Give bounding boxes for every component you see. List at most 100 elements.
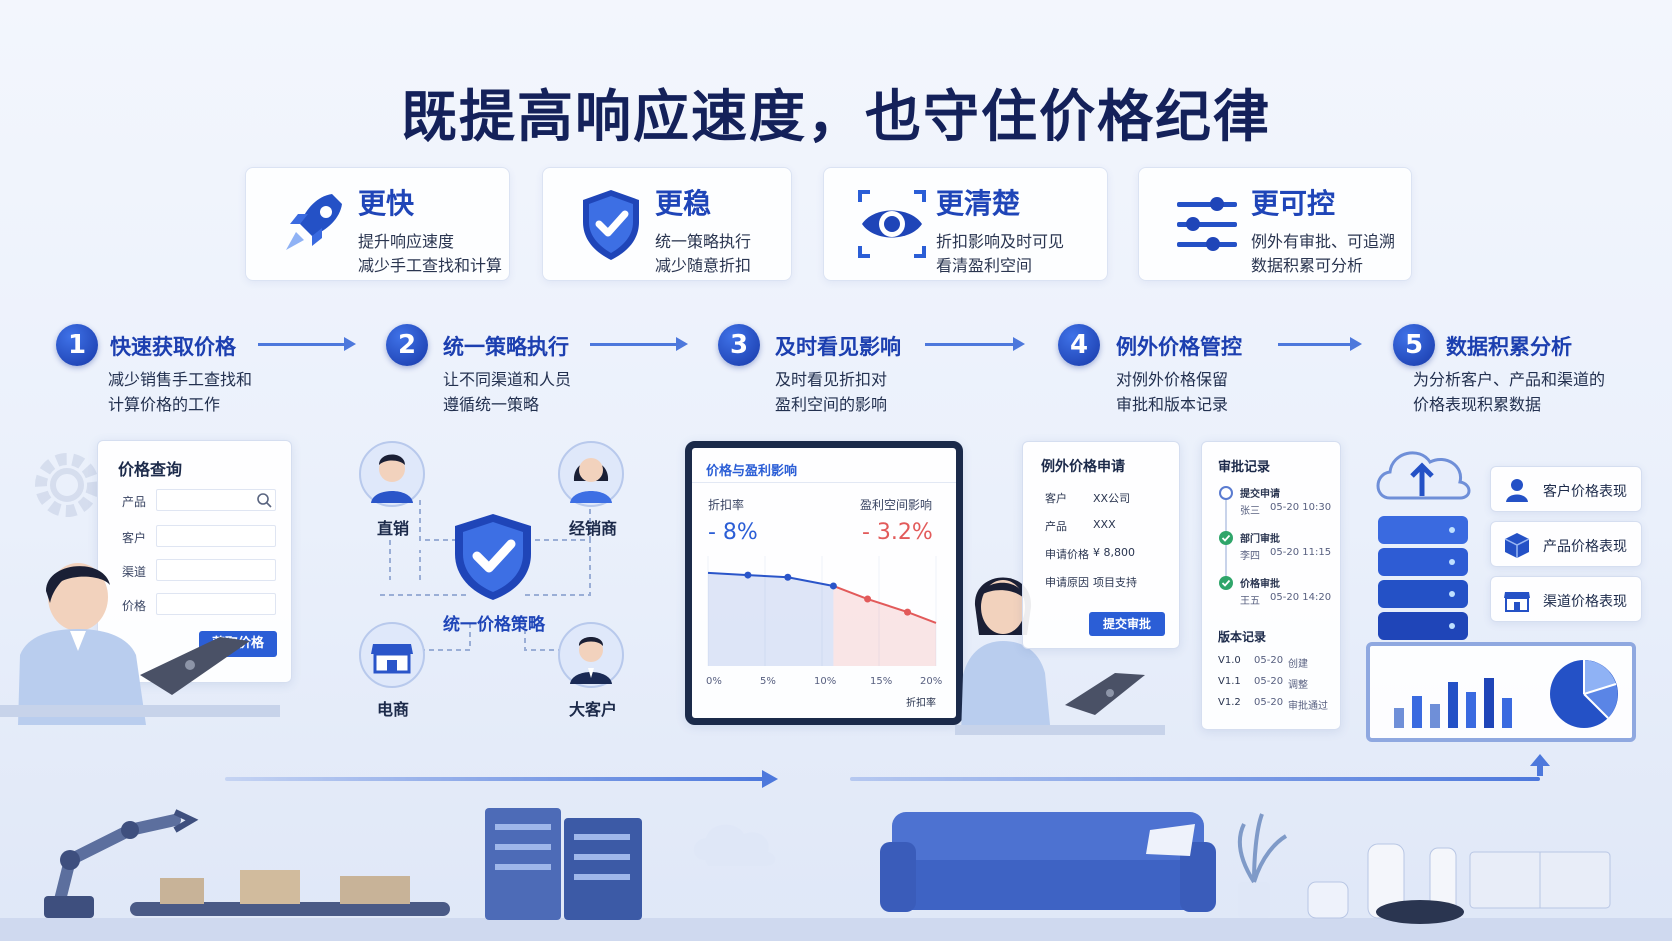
strategy-center-label: 统一价格策略	[443, 615, 545, 635]
customer-performance-card[interactable]: 客户价格表现	[1490, 466, 1642, 512]
chart-divider	[692, 482, 956, 483]
shield-check-icon	[455, 514, 531, 600]
form-label: 申请原因	[1045, 576, 1089, 589]
analytics-board	[1366, 642, 1636, 742]
panel-title: 审批记录	[1218, 460, 1271, 475]
step-number: 5	[1393, 324, 1435, 366]
x-tick-label: 0%	[706, 676, 722, 687]
step-title: 数据积累分析	[1446, 335, 1572, 359]
benefit-line: 看清盈利空间	[936, 256, 1033, 275]
sliders-icon	[1177, 197, 1237, 251]
check-circle-icon	[1219, 576, 1233, 590]
customer-field[interactable]	[156, 525, 276, 547]
impact-line-chart	[707, 556, 937, 666]
step-desc-line: 计算价格的工作	[108, 395, 221, 414]
salesperson-illustration	[0, 563, 280, 725]
field-label: 客户	[122, 531, 147, 545]
x-axis-label: 折扣率	[906, 698, 936, 709]
benefit-line: 提升响应速度	[358, 232, 455, 251]
panel-title: 例外价格申请	[1041, 459, 1125, 475]
benefit-card-controllable: 更可控 例外有审批、可追溯 数据积累可分析	[1138, 167, 1412, 281]
store-icon	[359, 622, 425, 688]
exception-price-form: 例外价格申请 客户 XX公司 产品 XXX 申请价格 ¥ 8,800 申请原因 …	[1022, 441, 1180, 649]
rocket-icon	[286, 194, 342, 250]
benefit-title: 更清楚	[936, 187, 1021, 220]
form-value: ¥ 8,800	[1093, 546, 1135, 559]
field-label: 产品	[122, 495, 147, 509]
version-date: 05-20	[1254, 676, 1284, 687]
arrow-up-icon	[1530, 754, 1550, 776]
field-label: 价格	[122, 599, 147, 613]
step-description: 减少销售手工查找和 计算价格的工作	[108, 367, 252, 417]
product-field[interactable]	[156, 489, 276, 511]
discount-value: - 8%	[708, 520, 758, 545]
form-label: 申请价格	[1045, 548, 1089, 561]
page-title: 既提高响应速度，也守住价格纪律	[401, 85, 1271, 150]
step-number: 4	[1058, 324, 1100, 366]
shield-check-icon	[583, 190, 639, 260]
step-desc-line: 让不同渠道和人员	[443, 370, 572, 389]
flow-arrow	[1278, 337, 1362, 351]
step-description: 对例外价格保留 审批和版本记录	[1116, 367, 1228, 417]
node-label: 大客户	[568, 700, 617, 719]
chart-point	[904, 608, 911, 616]
field-label: 渠道	[122, 565, 147, 579]
node-label: 电商	[376, 700, 409, 719]
search-icon[interactable]	[256, 492, 272, 508]
version-date: 05-20	[1254, 697, 1284, 708]
performance-label: 客户价格表现	[1543, 484, 1627, 500]
x-tick-label: 10%	[814, 676, 837, 687]
step-number: 2	[386, 324, 428, 366]
version-date: 05-20	[1254, 655, 1284, 666]
impact-chart-panel: 价格与盈利影响 折扣率 - 8% 盈利空间影响 - 3.2% 0% 5% 10%…	[685, 441, 963, 725]
chart-area-normal	[708, 572, 834, 666]
channel-performance-card[interactable]: 渠道价格表现	[1490, 576, 1642, 622]
chart-line-normal	[707, 571, 834, 587]
price-query-panel: 价格查询 产品 客户 渠道 价格 获取价格	[97, 440, 292, 683]
approval-step: 提交申请	[1240, 489, 1280, 500]
benefit-line: 数据积累可分析	[1251, 256, 1364, 275]
chart-point	[784, 573, 792, 581]
price-field[interactable]	[156, 593, 276, 615]
node-label: 经销商	[568, 519, 617, 538]
submit-approval-button[interactable]: 提交审批	[1089, 612, 1165, 636]
benefit-line: 减少手工查找和计算	[358, 256, 503, 275]
pie-chart-icon	[1550, 660, 1618, 728]
cloud-database-icon	[1376, 451, 1471, 640]
step-description: 及时看见折扣对 盈利空间的影响	[775, 367, 887, 417]
step-description: 让不同渠道和人员 遵循统一策略	[443, 367, 571, 417]
user-icon	[1506, 479, 1528, 502]
benefit-card-clearer: 更清楚 折扣影响及时可见 看清盈利空间	[823, 167, 1108, 281]
step-desc-line: 价格表现积累数据	[1413, 395, 1542, 414]
x-tick-label: 5%	[760, 676, 776, 687]
bar-chart-icon	[1394, 678, 1512, 728]
approval-records-panel: 审批记录 提交申请 张三 05-20 10:30 部门审批 李四 05-20 1…	[1201, 441, 1341, 730]
benefit-title: 更稳	[655, 187, 712, 220]
chart-title: 价格与盈利影响	[706, 464, 798, 479]
benefit-card-stable: 更稳 统一策略执行 减少随意折扣	[542, 167, 792, 281]
performance-label: 产品价格表现	[1543, 539, 1627, 555]
step-desc-line: 盈利空间的影响	[775, 395, 888, 414]
step-desc-line: 为分析客户、产品和渠道的	[1413, 370, 1606, 389]
approval-time: 05-20 11:15	[1270, 547, 1332, 558]
store-icon	[1504, 592, 1530, 612]
step-desc-line: 审批和版本记录	[1116, 395, 1229, 414]
version-action: 创建	[1288, 659, 1308, 670]
approver: 张三	[1240, 506, 1260, 517]
product-performance-card[interactable]: 产品价格表现	[1490, 521, 1642, 567]
flow-arrow	[925, 337, 1025, 351]
profit-impact-label: 盈利空间影响	[860, 498, 933, 512]
benefit-card-faster: 更快 提升响应速度 减少手工查找和计算	[245, 167, 510, 281]
version-number: V1.0	[1218, 655, 1241, 666]
version-number: V1.2	[1218, 697, 1241, 708]
pending-dot-icon	[1219, 486, 1233, 500]
step-title: 快速获取价格	[110, 335, 236, 359]
gear-icon	[35, 453, 99, 517]
flow-line	[225, 777, 765, 781]
channel-field[interactable]	[156, 559, 276, 581]
benefit-line: 例外有审批、可追溯	[1251, 232, 1396, 251]
form-value: XXX	[1093, 518, 1116, 531]
approver: 李四	[1240, 551, 1260, 562]
benefit-title: 更可控	[1251, 187, 1336, 220]
box-icon	[1504, 533, 1530, 558]
